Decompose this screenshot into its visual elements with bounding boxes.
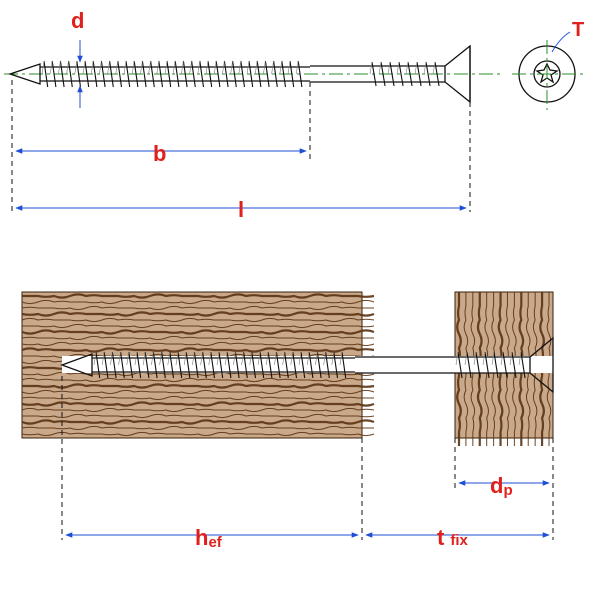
d-dimension: d [71,8,84,108]
screw-side-view [7,44,471,104]
label-dp: dp [490,473,513,499]
label-T: T [572,19,584,41]
label-hef: hef [195,525,223,551]
label-b: b [153,141,166,166]
main-timber-member [21,291,375,439]
label-l: l [238,197,244,222]
label-d: d [71,8,84,33]
hef-dimension: hef [61,376,363,551]
b-dimension: b [11,80,311,212]
top-screw-view: d T b l [4,8,584,222]
torx-head-icon: T [512,19,584,110]
dp-dimension: dp [454,438,550,499]
screw-installed [60,336,560,394]
l-dimension: l [15,102,471,222]
